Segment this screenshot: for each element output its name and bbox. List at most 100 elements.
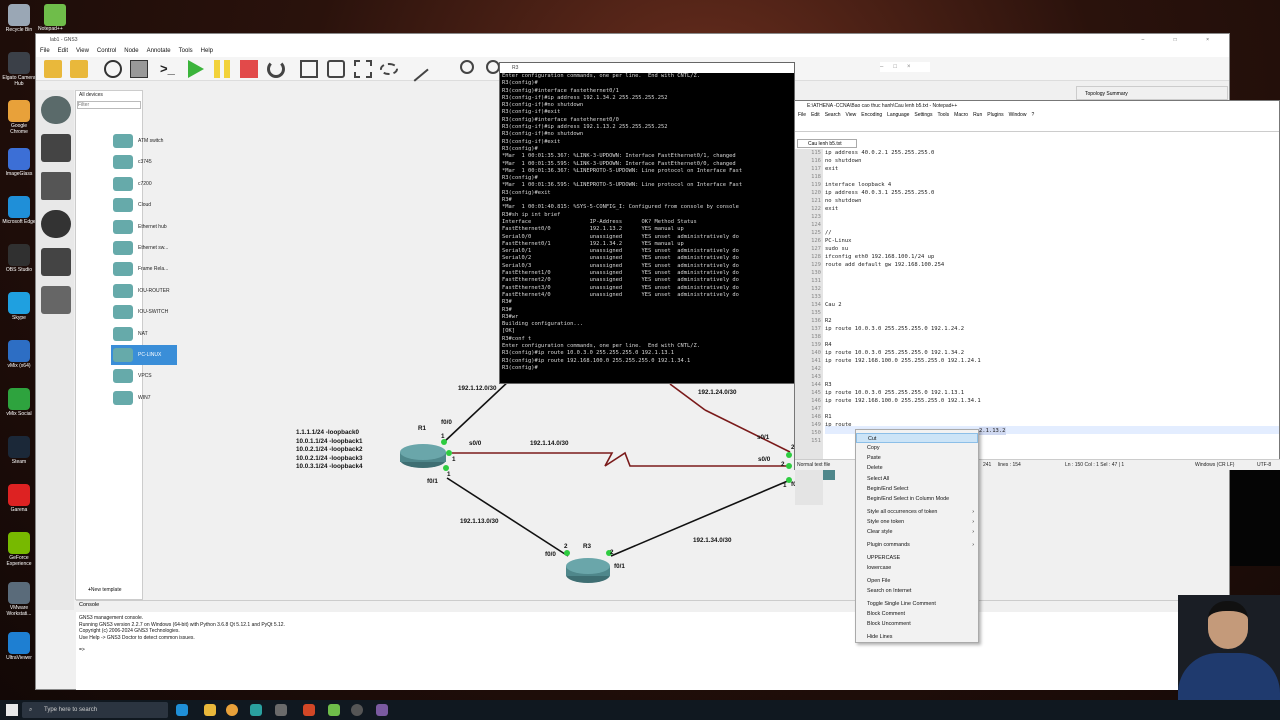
desktop-icon[interactable]: ImageGlass xyxy=(2,148,36,177)
menu-node[interactable]: Node xyxy=(124,48,139,54)
desktop-icon[interactable]: Google Chrome xyxy=(2,100,36,135)
powerpoint-taskbar-icon[interactable] xyxy=(303,704,315,716)
context-menu-item[interactable]: Block Uncomment xyxy=(856,619,978,629)
open-folder-icon[interactable] xyxy=(44,60,62,78)
console-icon[interactable]: >_ xyxy=(160,61,175,76)
device-item[interactable]: WIN7 xyxy=(111,388,177,408)
insert-image-icon[interactable] xyxy=(327,60,345,78)
gns3-taskbar-icon[interactable] xyxy=(351,704,363,716)
device-item[interactable]: IOU-SWITCH xyxy=(111,302,177,322)
snapshot-icon[interactable] xyxy=(130,60,148,78)
context-menu-item[interactable]: Copy xyxy=(856,443,978,453)
ellipse-icon[interactable] xyxy=(380,63,398,75)
menu-annotate[interactable]: Annotate xyxy=(146,48,171,54)
device-item[interactable]: NAT xyxy=(111,324,177,344)
menu-help[interactable]: Help xyxy=(200,48,213,54)
context-menu-item[interactable]: Clear style› xyxy=(856,527,978,537)
open-project-icon[interactable] xyxy=(70,60,88,78)
desktop-icon[interactable]: Elgato Camera Hub xyxy=(2,52,36,87)
device-item[interactable]: Ethernet sw... xyxy=(111,238,177,258)
npp-menu-item[interactable]: Tools xyxy=(937,112,950,118)
clock-icon[interactable] xyxy=(104,60,122,78)
menu-tools[interactable]: Tools xyxy=(178,48,193,54)
npp-menu-item[interactable]: Encoding xyxy=(861,112,883,118)
desktop-icon[interactable]: Microsoft Edge xyxy=(2,196,36,225)
device-item[interactable]: IOU-ROUTER xyxy=(111,281,177,301)
link-r2-r4-b[interactable] xyxy=(704,409,791,453)
npp-menu-item[interactable]: Plugins xyxy=(987,112,1004,118)
switches-category-icon[interactable] xyxy=(41,134,71,162)
device-item[interactable]: c7200 xyxy=(111,174,177,194)
npp-menu-item[interactable]: Window xyxy=(1008,112,1027,118)
context-menu-item[interactable]: Open File xyxy=(856,576,978,586)
context-menu-item[interactable]: Hide Lines xyxy=(856,632,978,642)
desktop-icon[interactable]: UltraViewer xyxy=(2,632,36,661)
context-menu-item[interactable]: Plugin commands› xyxy=(856,540,978,550)
context-menu-item[interactable]: Search on Internet xyxy=(856,586,978,596)
device-item[interactable]: VPCS xyxy=(111,366,177,386)
context-menu-item[interactable]: Block Comment xyxy=(856,609,978,619)
stop-icon[interactable] xyxy=(240,60,258,78)
npp-menu-item[interactable]: Language xyxy=(887,112,910,118)
npp-menu-item[interactable]: View xyxy=(845,112,857,118)
desktop-icon[interactable]: Steam xyxy=(2,436,36,465)
end-devices-category-icon[interactable] xyxy=(41,172,71,200)
start-icon[interactable] xyxy=(188,60,204,78)
menu-file[interactable]: File xyxy=(40,48,50,54)
desktop-icon[interactable]: VMware Workstati... xyxy=(2,582,36,617)
link-r1-r3[interactable] xyxy=(446,477,569,557)
device-filter-input[interactable] xyxy=(77,101,141,109)
desktop-icon[interactable]: Skype xyxy=(2,292,36,321)
npp-menu-item[interactable]: Macro xyxy=(954,112,969,118)
window-controls[interactable]: – □ × xyxy=(1141,37,1223,43)
context-menu-item[interactable]: Select All xyxy=(856,474,978,484)
zoom-in-icon[interactable] xyxy=(460,60,474,74)
link-r2-r4[interactable] xyxy=(669,383,706,411)
terminal-window[interactable]: R3 Enter configuration commands, one per… xyxy=(499,62,795,384)
desktop-icon[interactable]: OBS Studio xyxy=(2,244,36,273)
app2-taskbar-icon[interactable] xyxy=(376,704,388,716)
tab-cau-lenh-b5[interactable]: Cau lenh b5.txt xyxy=(797,139,857,148)
desktop-icon[interactable]: GeForce Experience xyxy=(2,532,36,567)
context-menu-item[interactable]: Style one token› xyxy=(856,517,978,527)
context-menu-item[interactable]: Cut xyxy=(856,433,978,443)
app-taskbar-icon[interactable] xyxy=(275,704,287,716)
context-menu-item[interactable]: Begin/End Select in Column Mode xyxy=(856,494,978,504)
context-menu-item[interactable]: Paste xyxy=(856,453,978,463)
link-r1-r4-serial[interactable] xyxy=(452,451,790,467)
device-item[interactable]: ATM switch xyxy=(111,131,177,151)
new-template-button[interactable]: +New template xyxy=(88,587,122,593)
desktop-icon[interactable]: Recycle Bin xyxy=(2,4,36,33)
router-r3-icon[interactable] xyxy=(566,558,610,583)
add-link-icon[interactable] xyxy=(41,286,71,314)
menu-view[interactable]: View xyxy=(76,48,89,54)
menu-edit[interactable]: Edit xyxy=(57,48,69,54)
edit-note-icon[interactable] xyxy=(300,60,318,78)
notepadpp-taskbar-icon[interactable] xyxy=(328,704,340,716)
link-r3-r4[interactable] xyxy=(610,479,791,557)
context-menu-item[interactable]: Toggle Single Line Comment xyxy=(856,599,978,609)
context-menu-item[interactable]: UPPERCASE xyxy=(856,553,978,563)
chrome-taskbar-icon[interactable] xyxy=(226,704,238,716)
start-button[interactable] xyxy=(6,704,18,716)
security-devices-category-icon[interactable] xyxy=(41,210,71,238)
reload-icon[interactable] xyxy=(267,60,285,78)
device-item[interactable]: Ethernet hub xyxy=(111,217,177,237)
taskbar-search[interactable]: ⌕Type here to search xyxy=(22,702,168,718)
npp-menu-item[interactable]: Settings xyxy=(914,112,933,118)
console-output[interactable]: GNS3 management console.Running GNS3 ver… xyxy=(76,612,1216,657)
desktop-icon[interactable]: vMix (x64) xyxy=(2,340,36,369)
npp-menu-item[interactable]: File xyxy=(798,112,807,118)
npp-menu-item[interactable]: Search xyxy=(824,112,841,118)
device-item[interactable]: c3745 xyxy=(111,152,177,172)
context-menu-item[interactable]: Delete xyxy=(856,463,978,473)
router-r1-icon[interactable] xyxy=(400,444,446,468)
rectangle-icon[interactable] xyxy=(354,60,372,78)
device-item[interactable]: Cloud xyxy=(111,195,177,215)
context-menu-item[interactable]: lowercase xyxy=(856,563,978,573)
context-menu-item[interactable]: Style all occurrences of token› xyxy=(856,507,978,517)
edge-taskbar-icon[interactable] xyxy=(176,704,188,716)
context-menu-item[interactable]: Begin/End Select xyxy=(856,484,978,494)
desktop-icon[interactable]: vMix Social xyxy=(2,388,36,417)
